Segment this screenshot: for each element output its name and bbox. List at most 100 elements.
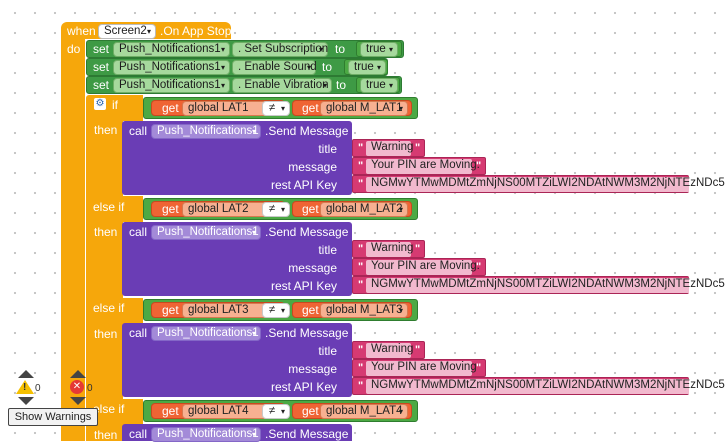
- call-component-dropdown[interactable]: Push_Notifications1▾: [151, 326, 261, 341]
- message-param-label: message: [288, 261, 337, 275]
- chevron-down-icon: ▾: [220, 45, 225, 54]
- api-key-value-field[interactable]: NGMwYTMwMDMtZmNjNS00MTZiLWI2NDAtNWM3M2Nj…: [366, 177, 725, 192]
- method-name: .Send Message: [265, 225, 349, 239]
- if-block[interactable]: [86, 95, 123, 441]
- get-label: get: [302, 303, 319, 317]
- error-circle-icon: ✕: [70, 380, 84, 394]
- get-label: get: [302, 101, 319, 115]
- chevron-down-icon: ▾: [251, 329, 256, 338]
- get-label: get: [162, 101, 179, 115]
- title-param-label: title: [318, 243, 337, 257]
- quote-icon: ": [415, 142, 421, 154]
- gear-icon[interactable]: ⚙: [94, 98, 106, 110]
- get-label: get: [162, 404, 179, 418]
- get-label: get: [302, 202, 319, 216]
- to-label: to: [336, 78, 347, 92]
- error-down-arrow[interactable]: [70, 397, 86, 405]
- title-param-label: title: [318, 344, 337, 358]
- condition-row: [123, 298, 143, 324]
- compare-operator-dropdown[interactable]: ≠▾: [262, 202, 290, 217]
- quote-icon: ": [358, 279, 364, 291]
- chevron-down-icon: ▾: [280, 104, 285, 113]
- call-label: call: [129, 225, 148, 239]
- set-label: set: [93, 78, 110, 92]
- chevron-down-icon: ▾: [220, 81, 225, 90]
- call-label: call: [129, 427, 148, 441]
- chevron-down-icon: ▾: [280, 306, 285, 315]
- variable-dropdown[interactable]: global M_LAT3▾: [320, 303, 408, 318]
- warning-triangle-icon: [16, 380, 34, 394]
- true-dropdown[interactable]: true▾: [348, 60, 386, 75]
- call-label: call: [129, 124, 148, 138]
- condition-row: [123, 196, 143, 222]
- set-property-dropdown[interactable]: . Enable Vibration▾: [232, 78, 332, 93]
- true-dropdown[interactable]: true▾: [360, 42, 398, 57]
- quote-icon: ": [358, 362, 364, 374]
- then-label: then: [94, 123, 118, 137]
- else-if-label: else if: [93, 200, 125, 214]
- quote-icon: ": [358, 243, 364, 255]
- else-if-label: else if: [93, 402, 125, 416]
- variable-dropdown[interactable]: global LAT3▾: [182, 303, 280, 318]
- quote-icon: ": [358, 344, 364, 356]
- error-up-arrow[interactable]: [70, 370, 86, 378]
- message-value-field[interactable]: Your PIN are Moving: [366, 361, 477, 376]
- compare-operator-dropdown[interactable]: ≠▾: [262, 101, 290, 116]
- quote-icon: ": [358, 261, 364, 273]
- set-label: set: [93, 42, 110, 56]
- call-component-dropdown[interactable]: Push_Notifications1▾: [151, 124, 261, 139]
- quote-icon: ": [358, 178, 364, 190]
- compare-operator-dropdown[interactable]: ≠▾: [262, 303, 290, 318]
- chevron-down-icon: ▾: [220, 63, 225, 72]
- then-label: then: [94, 327, 118, 341]
- compare-operator-dropdown[interactable]: ≠▾: [262, 404, 290, 419]
- message-value-field[interactable]: Your PIN are Moving.: [366, 159, 480, 174]
- message-param-label: message: [288, 362, 337, 376]
- quote-icon: ": [476, 362, 482, 374]
- message-value-field[interactable]: Your PIN are Moving.: [366, 260, 480, 275]
- variable-dropdown[interactable]: global LAT4▾: [182, 404, 280, 419]
- title-value-field[interactable]: Warning: [366, 343, 413, 358]
- chevron-down-icon: ▾: [388, 81, 393, 90]
- show-warnings-button[interactable]: Show Warnings: [8, 408, 98, 426]
- chevron-down-icon: ▾: [251, 228, 256, 237]
- chevron-down-icon: ▾: [322, 81, 327, 90]
- call-component-dropdown[interactable]: Push_Notifications1▾: [151, 225, 261, 240]
- when-label: when: [67, 24, 96, 38]
- title-value-field[interactable]: Warning: [366, 242, 413, 257]
- set-label: set: [93, 60, 110, 74]
- warning-up-arrow[interactable]: [18, 370, 34, 378]
- do-label: do: [67, 42, 81, 56]
- quote-icon: ": [476, 261, 482, 273]
- api-key-param-label: rest API Key: [270, 178, 337, 192]
- chevron-down-icon: ▾: [280, 205, 285, 214]
- set-property-dropdown[interactable]: . Set Subscription▾: [232, 42, 328, 57]
- variable-dropdown[interactable]: global M_LAT1▾: [320, 101, 408, 116]
- quote-icon: ": [358, 160, 364, 172]
- true-dropdown[interactable]: true▾: [360, 78, 398, 93]
- get-label: get: [162, 202, 179, 216]
- title-value-field[interactable]: Warning: [366, 141, 413, 156]
- chevron-down-icon: ▾: [318, 45, 323, 54]
- warning-count: 0: [35, 383, 41, 394]
- set-property-dropdown[interactable]: . Enable Sound▾: [232, 60, 317, 75]
- warning-down-arrow[interactable]: [18, 397, 34, 405]
- call-component-dropdown[interactable]: Push_Notifications1▾: [151, 427, 261, 442]
- variable-dropdown[interactable]: global M_LAT4▾: [320, 404, 408, 419]
- get-label: get: [302, 404, 319, 418]
- api-key-value-field[interactable]: NGMwYTMwMDMtZmNjNS00MTZiLWI2NDAtNWM3M2Nj…: [366, 379, 725, 394]
- chevron-down-icon: ▾: [398, 306, 403, 315]
- set-component-dropdown[interactable]: Push_Notifications1▾: [113, 60, 230, 75]
- api-key-value-field[interactable]: NGMwYTMwMDMtZmNjNS00MTZiLWI2NDAtNWM3M2Nj…: [366, 278, 725, 293]
- chevron-down-icon: ▾: [251, 127, 256, 136]
- screen-component-dropdown[interactable]: Screen2▾: [98, 24, 156, 39]
- quote-icon: ": [415, 243, 421, 255]
- quote-icon: ": [415, 344, 421, 356]
- set-component-dropdown[interactable]: Push_Notifications1▾: [113, 42, 230, 57]
- event-name: .On App Stop: [160, 24, 232, 38]
- variable-dropdown[interactable]: global M_LAT2▾: [320, 202, 408, 217]
- chevron-down-icon: ▾: [251, 430, 256, 439]
- then-label: then: [94, 225, 118, 239]
- set-component-dropdown[interactable]: Push_Notifications1▾: [113, 78, 230, 93]
- chevron-down-icon: ▾: [146, 27, 151, 36]
